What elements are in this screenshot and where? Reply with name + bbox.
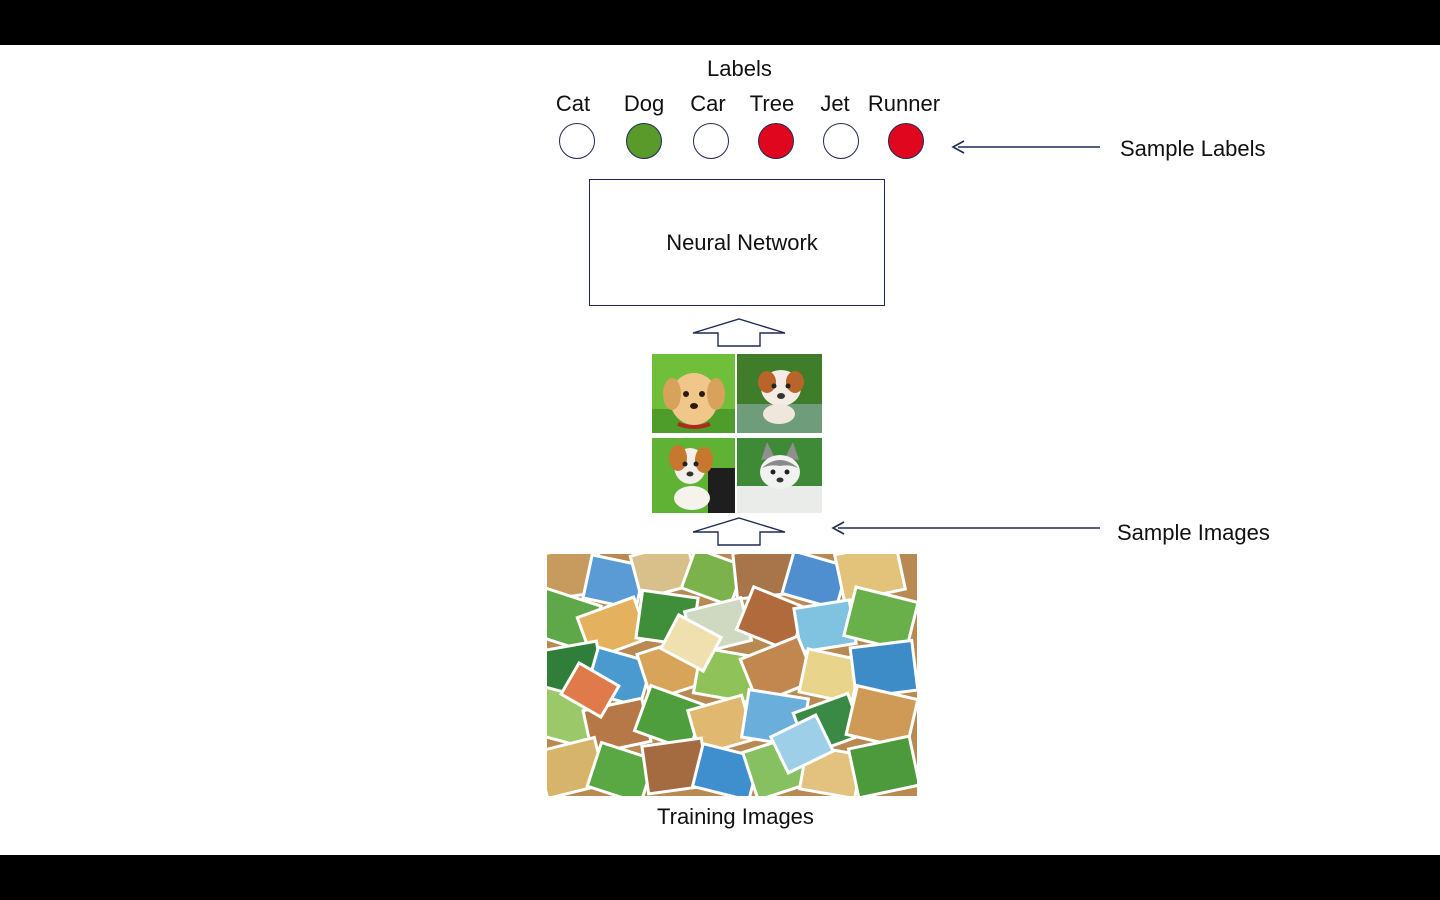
label-circle-car	[693, 123, 729, 159]
class-label-car: Car	[690, 91, 726, 116]
sample-images-caption: Sample Images	[1117, 520, 1270, 545]
class-label-runner: Runner	[867, 91, 941, 116]
labels-title: Labels	[707, 56, 772, 81]
sample-image-husky-puppy	[737, 438, 822, 513]
neural-network-label: Neural Network	[666, 229, 818, 255]
up-arrow-to-network	[692, 318, 786, 347]
training-images-collage	[547, 554, 917, 796]
label-circle-jet	[823, 123, 859, 159]
sample-labels-caption: Sample Labels	[1120, 136, 1266, 161]
neural-network-box: Neural Network	[589, 179, 885, 306]
label-circle-dog	[626, 123, 662, 159]
class-label-tree: Tree	[749, 91, 795, 116]
up-arrow-to-samples	[692, 517, 786, 546]
photo-pile-illustration	[547, 554, 917, 796]
training-images-caption: Training Images	[657, 804, 814, 829]
label-circle-tree	[758, 123, 794, 159]
class-label-dog: Dog	[623, 91, 665, 116]
label-circle-cat	[559, 123, 595, 159]
class-label-jet: Jet	[820, 91, 850, 116]
class-label-cat: Cat	[555, 91, 591, 116]
sample-images-arrow	[831, 521, 1100, 535]
sample-image-bulldog-puppy	[737, 354, 822, 433]
sample-image-golden-puppy	[652, 354, 735, 433]
sample-image-beagle-puppy	[652, 438, 735, 517]
sample-labels-arrow	[951, 140, 1100, 154]
label-circle-runner	[888, 123, 924, 159]
